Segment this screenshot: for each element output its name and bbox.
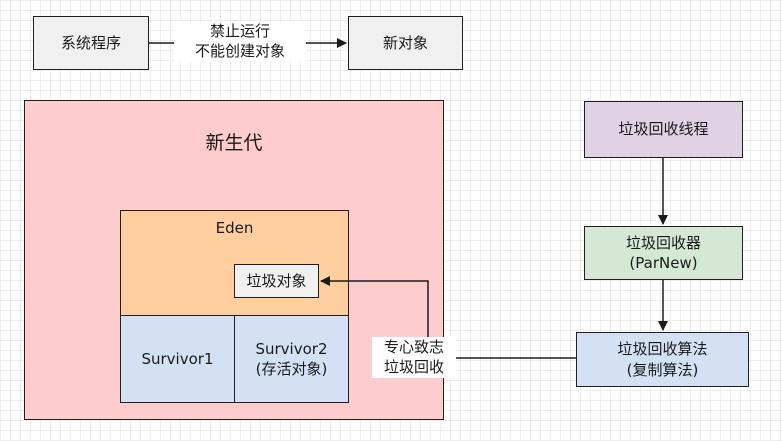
algorithm-to-garbage-arrow [320,276,576,359]
survivor2-region: Survivor2 (存活对象) [234,315,349,403]
garbage-object-label: 垃圾对象 [246,271,307,290]
new-object-label: 新对象 [382,33,428,52]
gc-thread-label: 垃圾回收线程 [618,120,709,139]
algorithm-label: 垃圾回收算法 (复制算法) [617,340,708,379]
algorithm-node: 垃圾回收算法 (复制算法) [576,332,749,387]
collector-node: 垃圾回收器 (ParNew) [584,226,743,280]
survivor2-label: Survivor2 (存活对象) [255,339,328,378]
collector-label: 垃圾回收器 (ParNew) [625,233,701,272]
garbage-object-node: 垃圾对象 [234,264,319,298]
survivor1-label: Survivor1 [141,349,214,368]
stop-edge-label: 禁止运行 不能创建对象 [174,22,306,61]
new-object-node: 新对象 [348,16,463,70]
gc-thread-node: 垃圾回收线程 [584,101,743,158]
survivor1-region: Survivor1 [120,315,235,403]
focus-edge-label: 专心致志 垃圾回收 [372,337,456,378]
system-program-node: 系统程序 [33,16,149,70]
system-program-label: 系统程序 [60,33,121,52]
eden-title: Eden [215,219,254,237]
young-gen-title: 新生代 [205,132,263,154]
